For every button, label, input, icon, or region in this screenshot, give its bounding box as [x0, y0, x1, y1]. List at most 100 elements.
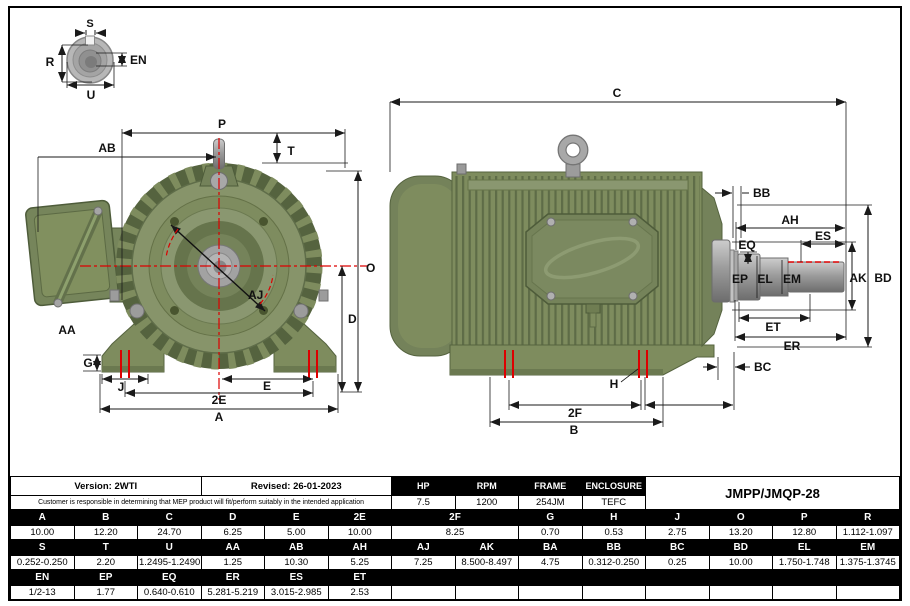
dim-label-u: U	[87, 88, 96, 102]
version-cell: Version: 2WTI	[10, 476, 202, 496]
dim-value-cell-P: 12.80	[772, 525, 837, 540]
dim-label-ep: EP	[732, 272, 748, 286]
bolt-slot-marks	[120, 350, 318, 378]
hp-header: HP	[391, 476, 456, 496]
dim-label-bb: BB	[753, 186, 771, 200]
dim-header-cell-H: H	[581, 509, 646, 526]
enclosure-value: TEFC	[581, 495, 646, 510]
dim-value-cell	[581, 585, 646, 600]
eyebolt-side	[557, 134, 589, 178]
dim-header-cell-ES: ES	[264, 569, 329, 586]
dim-value-cell-R: 1.112-1.097	[835, 525, 900, 540]
dim-header-cell-EN: EN	[10, 569, 75, 586]
dim-header-cell-J: J	[645, 509, 710, 526]
dim-header-cell-ER: ER	[200, 569, 265, 586]
dim-header-cell-BA: BA	[518, 539, 583, 556]
dim-label-t: T	[287, 144, 295, 158]
dim-value-cell-AK: 8.500-8.497	[454, 555, 519, 570]
dim-header-cell-E: E	[264, 509, 329, 526]
dim-label-ak: AK	[849, 271, 867, 285]
dim-value-cell-AB: 10.30	[264, 555, 329, 570]
front-dimension-labels: P T AB O D G J E 2E A	[83, 117, 375, 424]
enclosure-header: ENCLOSURE	[581, 476, 646, 496]
dim-header-cell	[581, 569, 646, 586]
dim-header-cell	[708, 569, 773, 586]
dim-label-er: ER	[784, 339, 801, 353]
keyway-notch	[85, 35, 95, 46]
dim-value-cell-C: 24.70	[137, 525, 202, 540]
bolt-slot-marks	[504, 350, 648, 378]
dim-label-s: S	[86, 18, 93, 30]
dim-value-cell	[835, 585, 900, 600]
dim-header-cell-BC: BC	[645, 539, 710, 556]
dim-label-d: D	[348, 312, 357, 326]
dim-header-cell-AJ: AJ	[391, 539, 456, 556]
dim-value-cell-EM: 1.375-1.3745	[835, 555, 900, 570]
dim-value-cell-A: 10.00	[10, 525, 75, 540]
dim-value-cell-AJ: 7.25	[391, 555, 456, 570]
dim-value-cell-O: 13.20	[708, 525, 773, 540]
dim-value-cell-ER: 5.281-5.219	[200, 585, 265, 600]
dim-label-j: J	[118, 380, 125, 394]
dim-header-cell-AA: AA	[200, 539, 265, 556]
front-dimensions	[37, 129, 362, 413]
dim-value-cell-H: 0.53	[581, 525, 646, 540]
dim-header-cell	[518, 569, 583, 586]
logo-swoosh	[543, 236, 641, 280]
dim-header-cell-EL: EL	[772, 539, 837, 556]
dim-value-cell	[645, 585, 710, 600]
dim-header-cell-S: S	[10, 539, 75, 556]
dim-header-cell-2F: 2F	[391, 509, 519, 526]
dim-label-e: E	[263, 379, 271, 393]
dim-header-cell-A: A	[10, 509, 75, 526]
sheet-frame: S R EN U	[8, 6, 902, 601]
front-view: AJ AA	[25, 138, 368, 400]
model-number: JMPP/JMQP-28	[645, 476, 900, 510]
dim-label-aa: AA	[58, 323, 76, 337]
dim-label-r: R	[46, 55, 55, 69]
dim-label-o: O	[366, 261, 375, 275]
dim-value-cell-ET: 2.53	[327, 585, 392, 600]
dim-label-ab: AB	[98, 141, 116, 155]
rpm-value: 1200	[454, 495, 519, 510]
aj-bolt-circle-arrow	[170, 224, 266, 312]
dim-value-cell-EQ: 0.640-0.610	[137, 585, 202, 600]
dim-value-cell	[772, 585, 837, 600]
dim-header-cell-G: G	[518, 509, 583, 526]
dim-value-cell-2E: 10.00	[327, 525, 392, 540]
dim-value-cell-EP: 1.77	[73, 585, 138, 600]
dim-header-cell-C: C	[137, 509, 202, 526]
hp-value: 7.5	[391, 495, 456, 510]
dim-label-es: ES	[815, 229, 831, 243]
side-dimension-labels: C BB AH EQ ES EP EL EM AK BD ET ER BC H …	[568, 86, 892, 437]
dim-value-cell-BB: 0.312-0.250	[581, 555, 646, 570]
dim-value-cell-AH: 5.25	[327, 555, 392, 570]
frame-header: FRAME	[518, 476, 583, 496]
dim-value-cell-S: 0.252-0.250	[10, 555, 75, 570]
dim-label-et: ET	[765, 320, 781, 334]
dim-value-cell-B: 12.20	[73, 525, 138, 540]
dim-header-cell	[772, 569, 837, 586]
dim-header-cell-O: O	[708, 509, 773, 526]
dim-header-cell	[835, 569, 900, 586]
dim-label-ah: AH	[781, 213, 798, 227]
bearing-hub	[711, 239, 731, 303]
dim-label-em: EM	[783, 272, 801, 286]
bolt-hole	[170, 306, 179, 315]
dim-value-cell-E: 5.00	[264, 525, 329, 540]
dim-label-b: B	[570, 423, 579, 437]
dim-value-cell-BA: 4.75	[518, 555, 583, 570]
dim-header-cell-BD: BD	[708, 539, 773, 556]
dim-value-cell	[708, 585, 773, 600]
dim-header-cell-AK: AK	[454, 539, 519, 556]
dim-value-cell-AA: 1.25	[200, 555, 265, 570]
dim-label-el: EL	[757, 272, 772, 286]
table-meta-row: Version: 2WTI Revised: 26-01-2023 HP RPM…	[10, 476, 900, 510]
dim-label-2f: 2F	[568, 406, 582, 420]
